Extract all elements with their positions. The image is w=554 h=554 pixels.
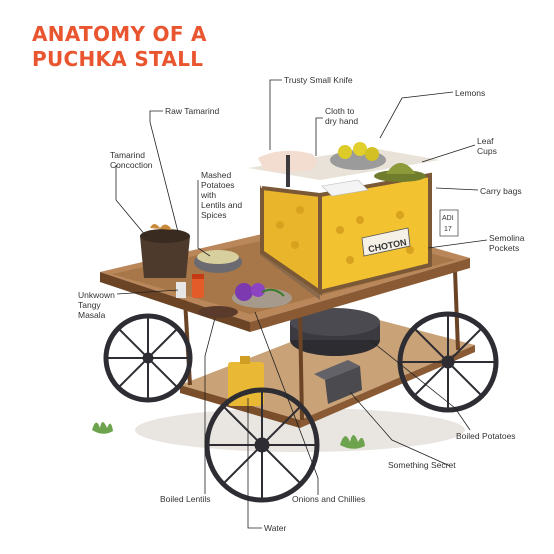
- leader-boiled-potatoes: [369, 339, 471, 431]
- label-boiled-potatoes: Boiled Potatoes: [456, 431, 516, 441]
- leader-mashed-potatoes: [197, 180, 211, 257]
- label-carry-bags: Carry bags: [480, 186, 522, 196]
- lentils-pan: [198, 306, 238, 318]
- knife: [286, 155, 290, 187]
- grass-tuft-icon: [92, 422, 365, 449]
- svg-text:ADI: ADI: [442, 215, 454, 222]
- label-water: Water: [264, 523, 287, 533]
- leader-masala: [116, 289, 179, 295]
- label-knife: Trusty Small Knife: [284, 75, 353, 85]
- mashed-potato-bowl: [194, 250, 242, 273]
- page-title-line-1: ANATOMY OF A: [32, 22, 207, 46]
- leader-tamarind-concoction: [115, 165, 147, 237]
- artist-signature: ADI 17: [439, 209, 459, 237]
- label-lemons: Lemons: [455, 88, 486, 98]
- secret-box: [314, 360, 362, 404]
- label-boiled-lentils: Boiled Lentils: [160, 494, 211, 504]
- back-wheel-left: [103, 313, 193, 403]
- leader-leaf-cups: [421, 144, 476, 163]
- label-leaf-cups: Leaf Cups: [477, 136, 497, 156]
- leaf-cups-stack: [374, 163, 426, 182]
- lemon-bowl: [330, 142, 386, 170]
- onion-plate: [232, 283, 292, 308]
- carry-bags: [321, 179, 369, 197]
- leader-knife: [269, 79, 282, 150]
- label-raw-tamarind: Raw Tamarind: [165, 106, 220, 116]
- leader-onions: [254, 311, 319, 495]
- leader-raw-tamarind: [149, 110, 179, 233]
- label-onions: Onions and Chillies: [292, 494, 366, 504]
- leader-cloth: [315, 117, 323, 156]
- leader-lines: [115, 79, 488, 529]
- svg-text:17: 17: [444, 226, 452, 233]
- label-tamarind-concoction: Tamarind Concoction: [110, 150, 153, 170]
- leader-boiled-lentils: [204, 317, 216, 494]
- tamarind-concoction-bucket: [140, 224, 190, 278]
- label-cloth: Cloth to dry hand: [325, 106, 359, 126]
- label-something-secret: Something Secret: [388, 460, 456, 470]
- leader-lemons: [379, 91, 454, 139]
- boiled-potatoes-pot: [290, 308, 380, 356]
- label-masala: Unkwown Tangy Masala: [78, 290, 115, 320]
- back-wheel-right: [397, 311, 499, 413]
- masala-jar: [176, 274, 204, 298]
- label-mashed-potatoes: Mashed Potatoes with Lentils and Spices: [201, 170, 243, 220]
- label-semolina: Semolina Pockets: [489, 233, 525, 253]
- leader-water: [247, 398, 262, 529]
- leader-carry-bags: [435, 187, 479, 191]
- leader-something-secret: [349, 391, 451, 467]
- front-wheel: [204, 387, 320, 503]
- page-title-line-2: PUCHKA STALL: [32, 47, 204, 71]
- leader-semolina: [427, 239, 488, 249]
